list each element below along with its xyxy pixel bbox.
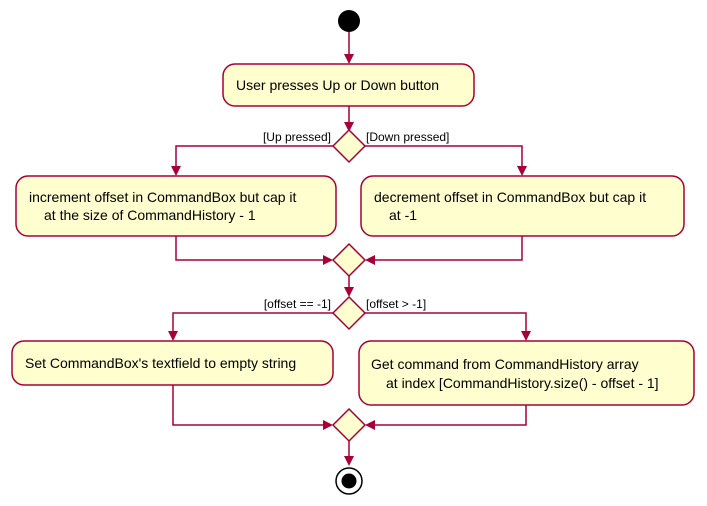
edge-set-empty-to-merge2 xyxy=(172,385,325,426)
guard-offset-eq: [offset == -1] xyxy=(264,297,331,311)
arrowhead xyxy=(521,331,531,341)
activity-set-empty-string: Set CommandBox's textfield to empty stri… xyxy=(11,340,334,386)
activity-text: at -1 xyxy=(389,207,417,223)
arrowhead xyxy=(365,255,375,265)
end-node xyxy=(335,467,363,495)
edge-decrement-to-merge xyxy=(373,236,523,261)
edge-down-pressed xyxy=(365,145,523,168)
decision-diamond-offset xyxy=(331,295,367,331)
arrowhead xyxy=(517,166,527,176)
activity-text: at the size of CommandHistory - 1 xyxy=(44,207,256,223)
arrowhead xyxy=(344,456,354,466)
edge-increment-to-merge xyxy=(175,236,325,261)
arrowhead xyxy=(323,255,333,265)
activity-increment-offset: increment offset in CommandBox but cap i… xyxy=(15,175,337,237)
activity-text: increment offset in CommandBox but cap i… xyxy=(29,189,297,205)
activity-user-presses: User presses Up or Down button xyxy=(222,63,475,107)
arrowhead xyxy=(171,166,181,176)
merge-diamond-button xyxy=(331,242,367,278)
arrowhead xyxy=(168,331,178,341)
edges xyxy=(168,32,531,466)
edge-up-pressed xyxy=(175,145,333,168)
edge-offset-eq xyxy=(172,312,333,333)
activity-get-command: Get command from CommandHistory array at… xyxy=(358,340,695,406)
decision-diamond-button xyxy=(331,128,367,164)
activity-text: decrement offset in CommandBox but cap i… xyxy=(374,189,646,205)
arrowhead xyxy=(323,420,333,430)
arrowhead xyxy=(344,287,354,297)
arrowhead xyxy=(344,122,354,132)
activity-text: Get command from CommandHistory array xyxy=(371,356,639,372)
edge-offset-gt xyxy=(365,312,527,333)
activity-decrement-offset: decrement offset in CommandBox but cap i… xyxy=(360,175,685,237)
activity-text: at index [CommandHistory.size() - offset… xyxy=(386,375,659,391)
guard-up-pressed: [Up pressed] xyxy=(263,130,331,144)
guard-offset-gt: [offset > -1] xyxy=(366,297,426,311)
start-node xyxy=(338,10,360,32)
merge-diamond-offset xyxy=(331,407,367,443)
activity-text: User presses Up or Down button xyxy=(236,77,439,93)
arrowhead xyxy=(344,54,354,64)
arrowhead xyxy=(365,420,375,430)
edge-get-command-to-merge2 xyxy=(373,405,527,426)
activity-text: Set CommandBox's textfield to empty stri… xyxy=(25,355,296,371)
guard-down-pressed: [Down pressed] xyxy=(366,130,449,144)
